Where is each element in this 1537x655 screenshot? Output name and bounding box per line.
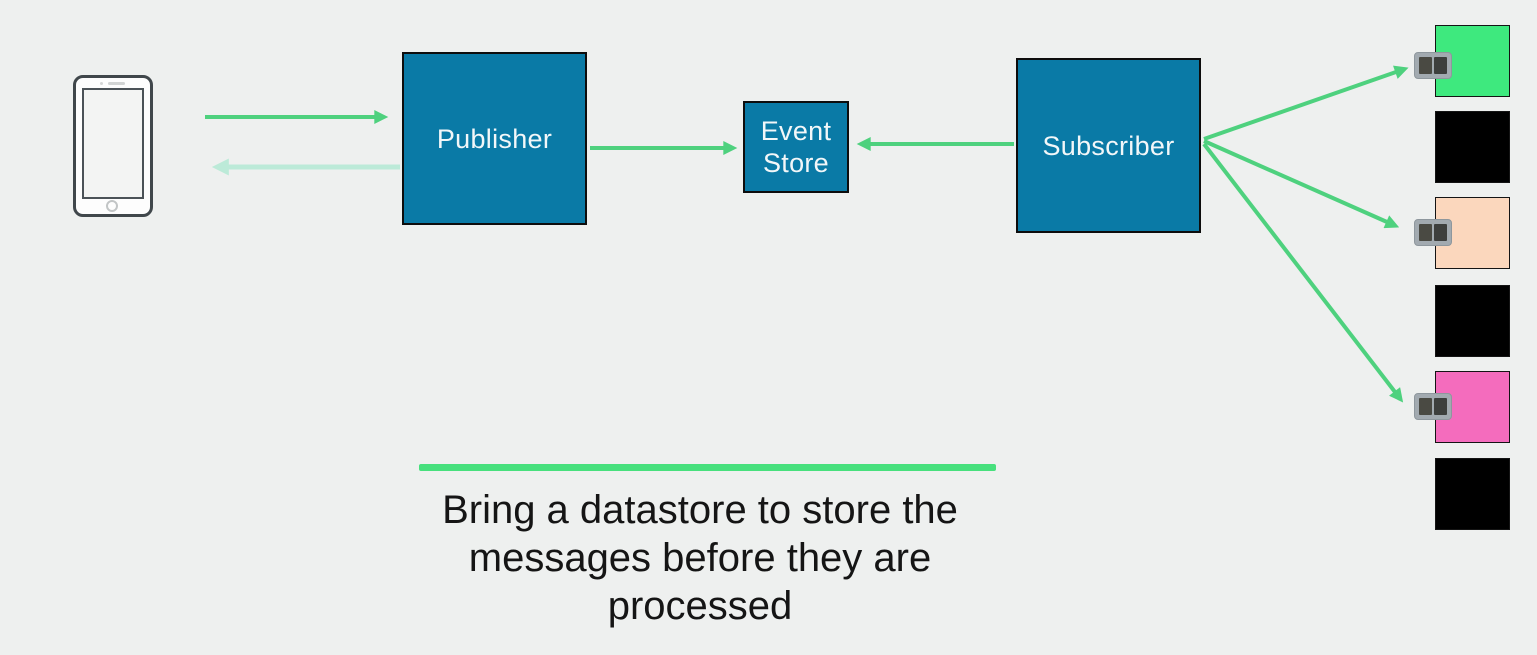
caption-line-1: Bring a datastore to store the xyxy=(442,488,958,532)
caption-text: Bring a datastore to store the messages … xyxy=(350,486,1050,630)
queue-square-6 xyxy=(1435,458,1510,530)
caption-line-2: messages before they are xyxy=(468,536,932,580)
caption-divider-line xyxy=(419,464,996,471)
queue-square-2 xyxy=(1435,111,1510,183)
phone-camera-dot xyxy=(100,82,103,85)
publisher-label: Publisher xyxy=(436,123,553,154)
subscriber-node: Subscriber xyxy=(1016,58,1201,233)
queue-square-5 xyxy=(1435,371,1510,443)
publisher-node: Publisher xyxy=(402,52,587,225)
arrow-subscriber-to-queue-3 xyxy=(1203,139,1400,229)
caption-line-3: processed xyxy=(607,584,793,628)
smartphone-icon xyxy=(73,75,153,217)
processor-chip-icon xyxy=(1414,393,1452,420)
arrow-subscriber-to-queue-1 xyxy=(1203,65,1409,141)
queue-square-3 xyxy=(1435,197,1510,269)
processor-chip-icon xyxy=(1414,52,1452,79)
queue-square-4 xyxy=(1435,285,1510,357)
arrow-subscriber-to-queue-5 xyxy=(1202,142,1404,403)
subscriber-label: Subscriber xyxy=(1042,130,1175,161)
event-store-label: Event Store xyxy=(760,116,832,178)
phone-screen xyxy=(82,88,144,199)
queue-square-1 xyxy=(1435,25,1510,97)
phone-home-button xyxy=(106,200,118,212)
phone-speaker-bar xyxy=(108,82,125,85)
event-store-node: Event Store xyxy=(743,101,849,193)
processor-chip-icon xyxy=(1414,219,1452,246)
